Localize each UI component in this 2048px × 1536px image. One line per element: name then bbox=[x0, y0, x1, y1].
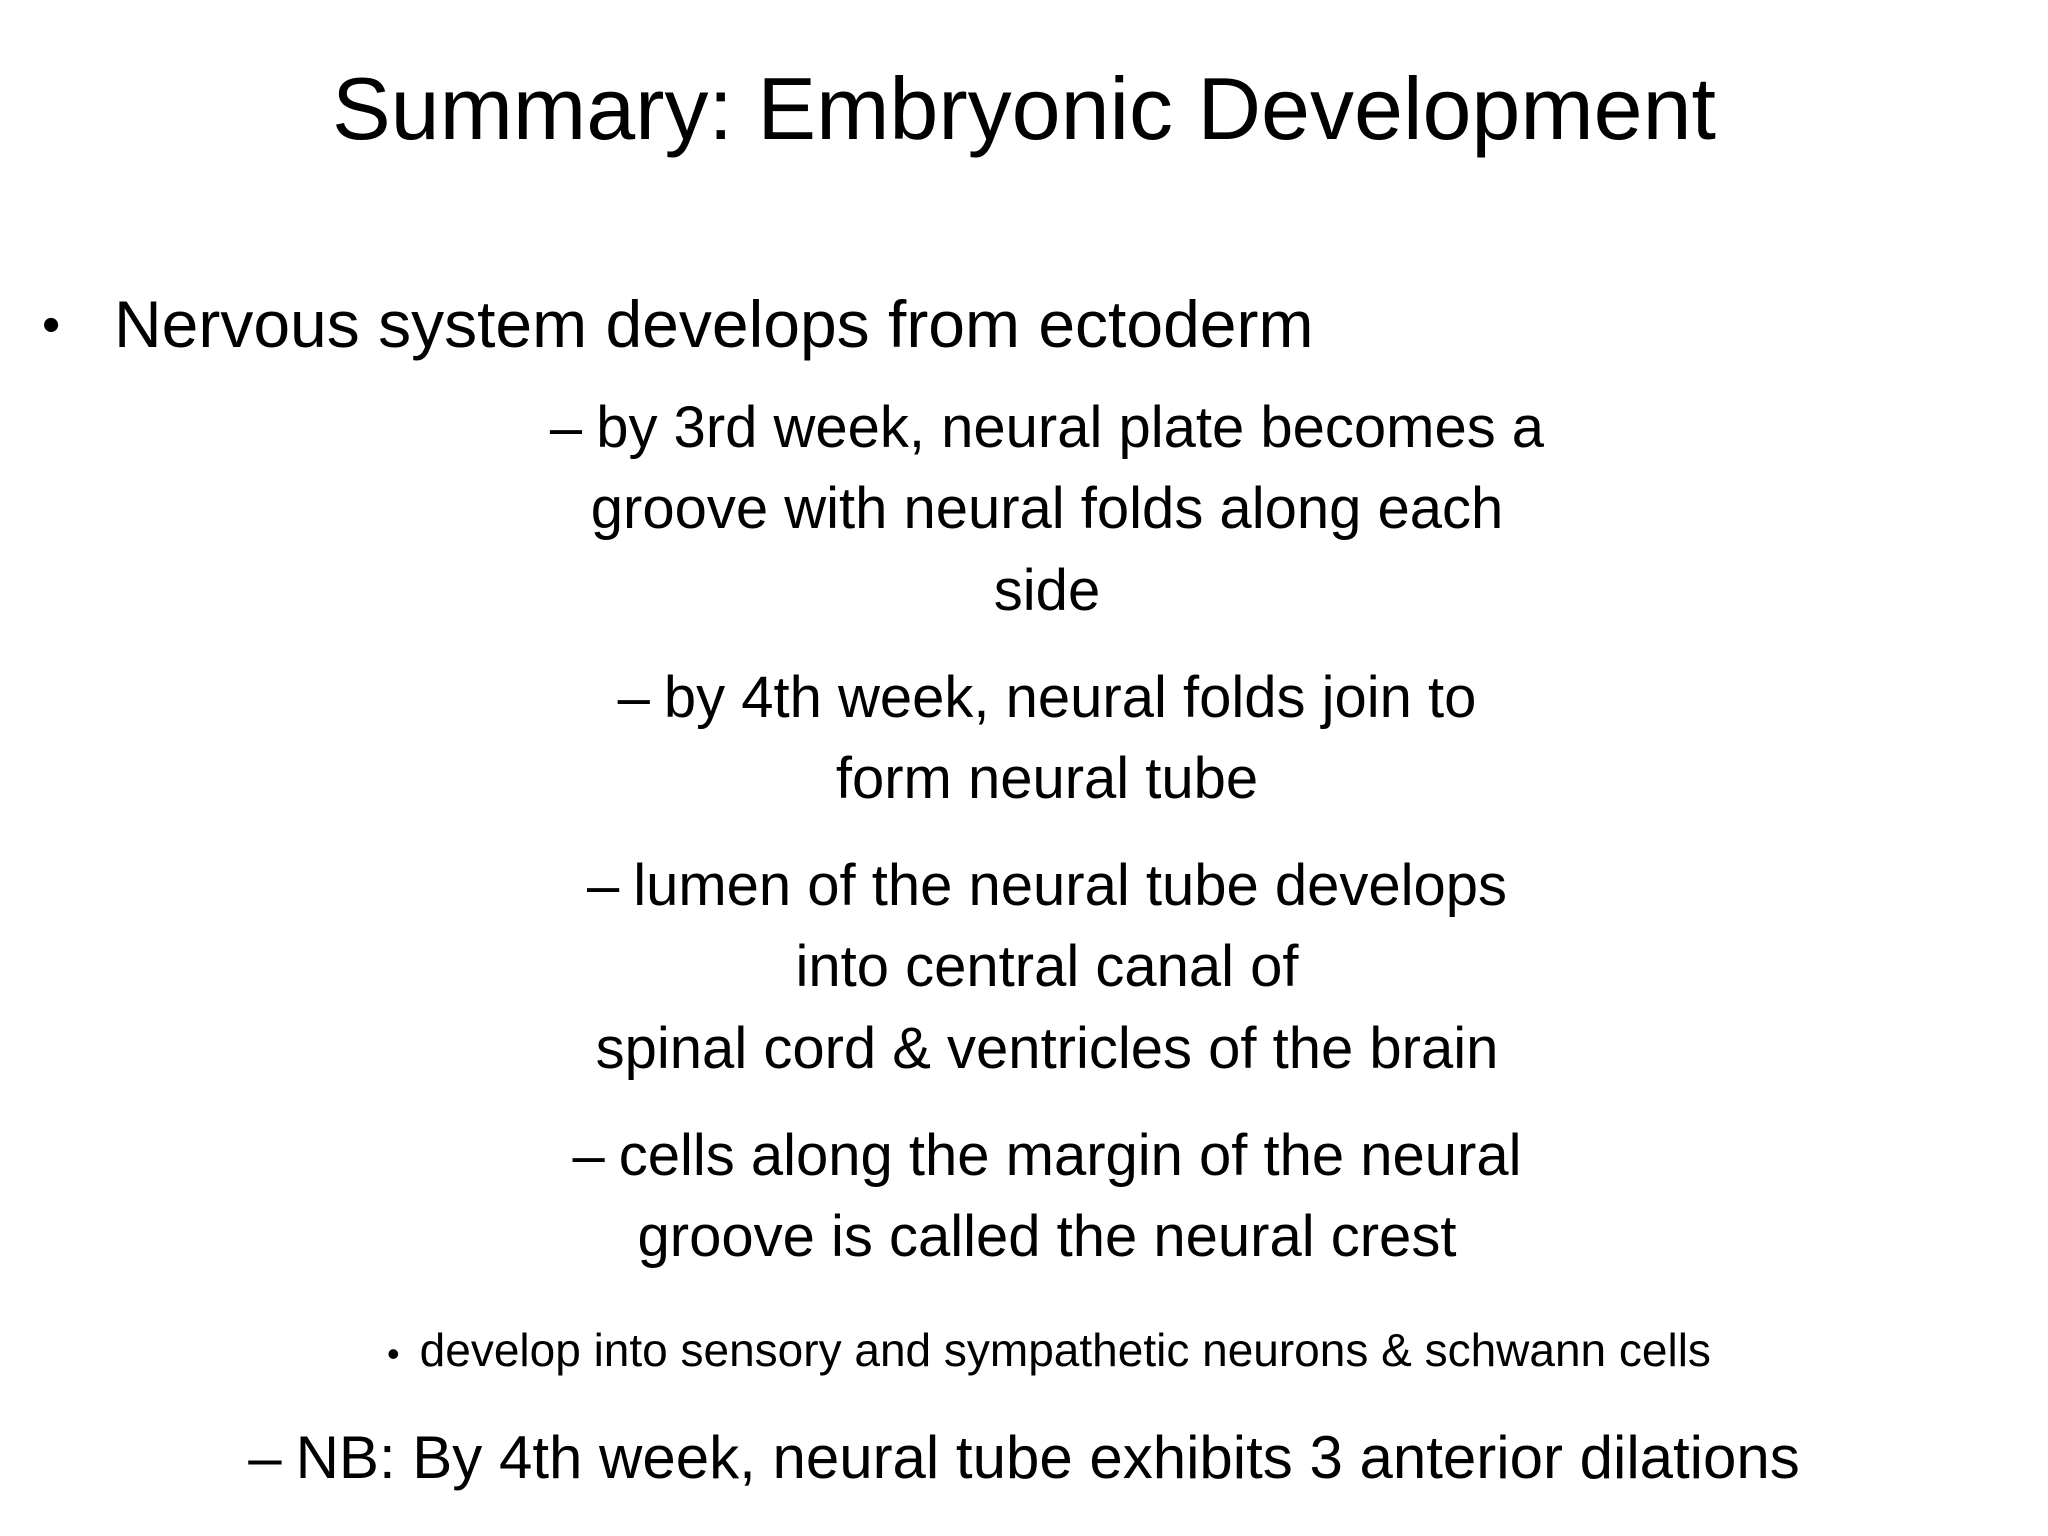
sub-bullet-neural-crest: –cells along the margin of the neural gr… bbox=[46, 1115, 2048, 1277]
slide-title: Summary: Embryonic Development bbox=[331, 59, 1717, 158]
sub-bullet-line: –lumen of the neural tube develops bbox=[46, 845, 2048, 926]
sub-bullet-week4: –by 4th week, neural folds join to form … bbox=[46, 657, 2048, 819]
sub-bullet-text: lumen of the neural tube develops bbox=[633, 853, 1508, 919]
main-bullet: • Nervous system develops from ectoderm bbox=[0, 287, 2048, 363]
bullet-icon: • bbox=[42, 296, 61, 355]
sub-bullet-line: –by 3rd week, neural plate becomes a bbox=[46, 387, 2048, 468]
dash-icon: – bbox=[586, 853, 620, 919]
main-bullet-text: Nervous system develops from ectoderm bbox=[114, 287, 1314, 362]
sub-bullet-line: groove is called the neural crest bbox=[637, 1203, 1457, 1269]
sub-sub-bullet: • develop into sensory and sympathetic ne… bbox=[0, 1323, 2048, 1378]
sub-bullet-line: side bbox=[993, 557, 1101, 623]
dash-icon: – bbox=[572, 1122, 605, 1188]
bullet-icon: • bbox=[387, 1333, 400, 1375]
sub-bullet-line: into central canal of bbox=[795, 934, 1299, 1000]
note-bullet: –NB: By 4th week, neural tube exhibits 3… bbox=[0, 1422, 2048, 1494]
dash-icon: – bbox=[617, 664, 650, 730]
sub-bullet-line: groove with neural folds along each bbox=[590, 476, 1504, 542]
sub-bullet-lumen: –lumen of the neural tube develops into … bbox=[46, 845, 2048, 1089]
sub-sub-bullet-text: develop into sensory and sympathetic neu… bbox=[419, 1324, 1711, 1377]
sub-bullet-line: –by 4th week, neural folds join to bbox=[46, 657, 2048, 738]
note-bullet-text: NB: By 4th week, neural tube exhibits 3 … bbox=[295, 1424, 1800, 1492]
sub-bullet-text: cells along the margin of the neural bbox=[618, 1122, 1522, 1188]
sub-bullet-list: –by 3rd week, neural plate becomes a gro… bbox=[0, 387, 2048, 1277]
sub-bullet-week3: –by 3rd week, neural plate becomes a gro… bbox=[46, 387, 2048, 631]
sub-bullet-text: by 4th week, neural folds join to bbox=[663, 664, 1477, 730]
dash-icon: – bbox=[248, 1424, 282, 1492]
sub-bullet-text: by 3rd week, neural plate becomes a bbox=[596, 395, 1545, 461]
dash-icon: – bbox=[549, 395, 583, 461]
sub-bullet-line: spinal cord & ventricles of the brain bbox=[595, 1015, 1499, 1081]
sub-bullet-line: –cells along the margin of the neural bbox=[46, 1115, 2048, 1196]
sub-bullet-line: form neural tube bbox=[835, 745, 1259, 811]
